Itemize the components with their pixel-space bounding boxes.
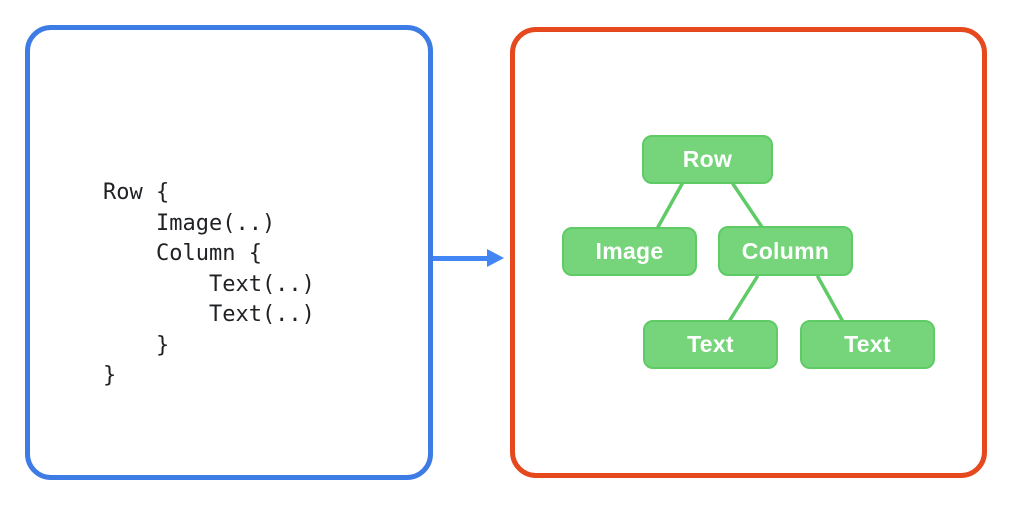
arrow-right-icon (433, 249, 505, 268)
code-panel: Row { Image(..) Column { Text(..) Text(.… (25, 25, 433, 480)
code-block: Row { Image(..) Column { Text(..) Text(.… (103, 178, 315, 392)
tree-connector-line (731, 182, 764, 229)
code-line: Row { (103, 180, 170, 205)
tree-node-text-2: Text (800, 320, 935, 369)
tree-node-row: Row (642, 135, 773, 184)
tree-connector-line (728, 275, 759, 322)
tree-node-text-1: Text (643, 320, 778, 369)
arrow-head (487, 249, 504, 267)
code-line: } (103, 363, 117, 388)
tree-panel: Row Image Column Text Text (510, 27, 987, 478)
code-line: Text(..) (103, 271, 315, 297)
tree-connector-line (656, 182, 684, 229)
tree-node-label: Row (682, 146, 733, 172)
code-line: } (103, 332, 170, 358)
code-line: Image(..) (103, 210, 276, 236)
tree-connector-line (816, 275, 844, 322)
code-line: Column { (103, 241, 262, 266)
tree-node-image: Image (562, 227, 697, 276)
tree-node-column: Column (718, 226, 853, 276)
tree-node-label: Text (844, 331, 891, 357)
tree-connectors (656, 182, 844, 322)
arrow-shaft (433, 256, 489, 261)
code-line: Text(..) (103, 302, 315, 327)
tree-node-label: Column (741, 237, 830, 264)
tree-node-label: Text (687, 331, 734, 357)
tree-node-label: Image (595, 238, 664, 264)
